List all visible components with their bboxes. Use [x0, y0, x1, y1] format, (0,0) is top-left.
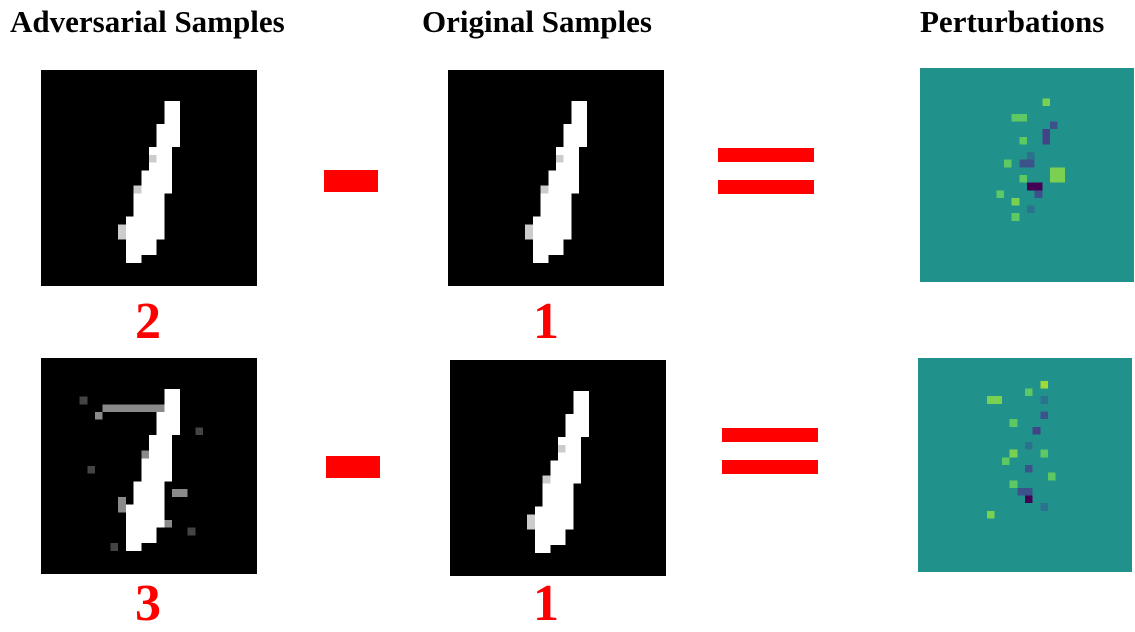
- adversarial-prediction-label-2: 3: [135, 575, 161, 632]
- original-prediction-label-2: 1: [533, 575, 559, 632]
- equals-icon: [718, 148, 814, 200]
- adversarial-sample-image-2: [41, 358, 257, 574]
- perturbation-image-1: [920, 68, 1134, 282]
- original-sample-image-2: [450, 360, 666, 576]
- minus-icon: [326, 456, 380, 478]
- adversarial-sample-image-1: [41, 70, 257, 286]
- perturbations-header: Perturbations: [920, 4, 1105, 39]
- equals-icon: [722, 428, 818, 480]
- original-sample-image-1: [448, 70, 664, 286]
- minus-icon: [324, 170, 378, 192]
- perturbation-image-2: [918, 358, 1132, 572]
- adversarial-prediction-label-1: 2: [135, 293, 161, 350]
- original-samples-header: Original Samples: [422, 4, 652, 39]
- original-prediction-label-1: 1: [533, 293, 559, 350]
- adversarial-samples-header: Adversarial Samples: [10, 4, 285, 39]
